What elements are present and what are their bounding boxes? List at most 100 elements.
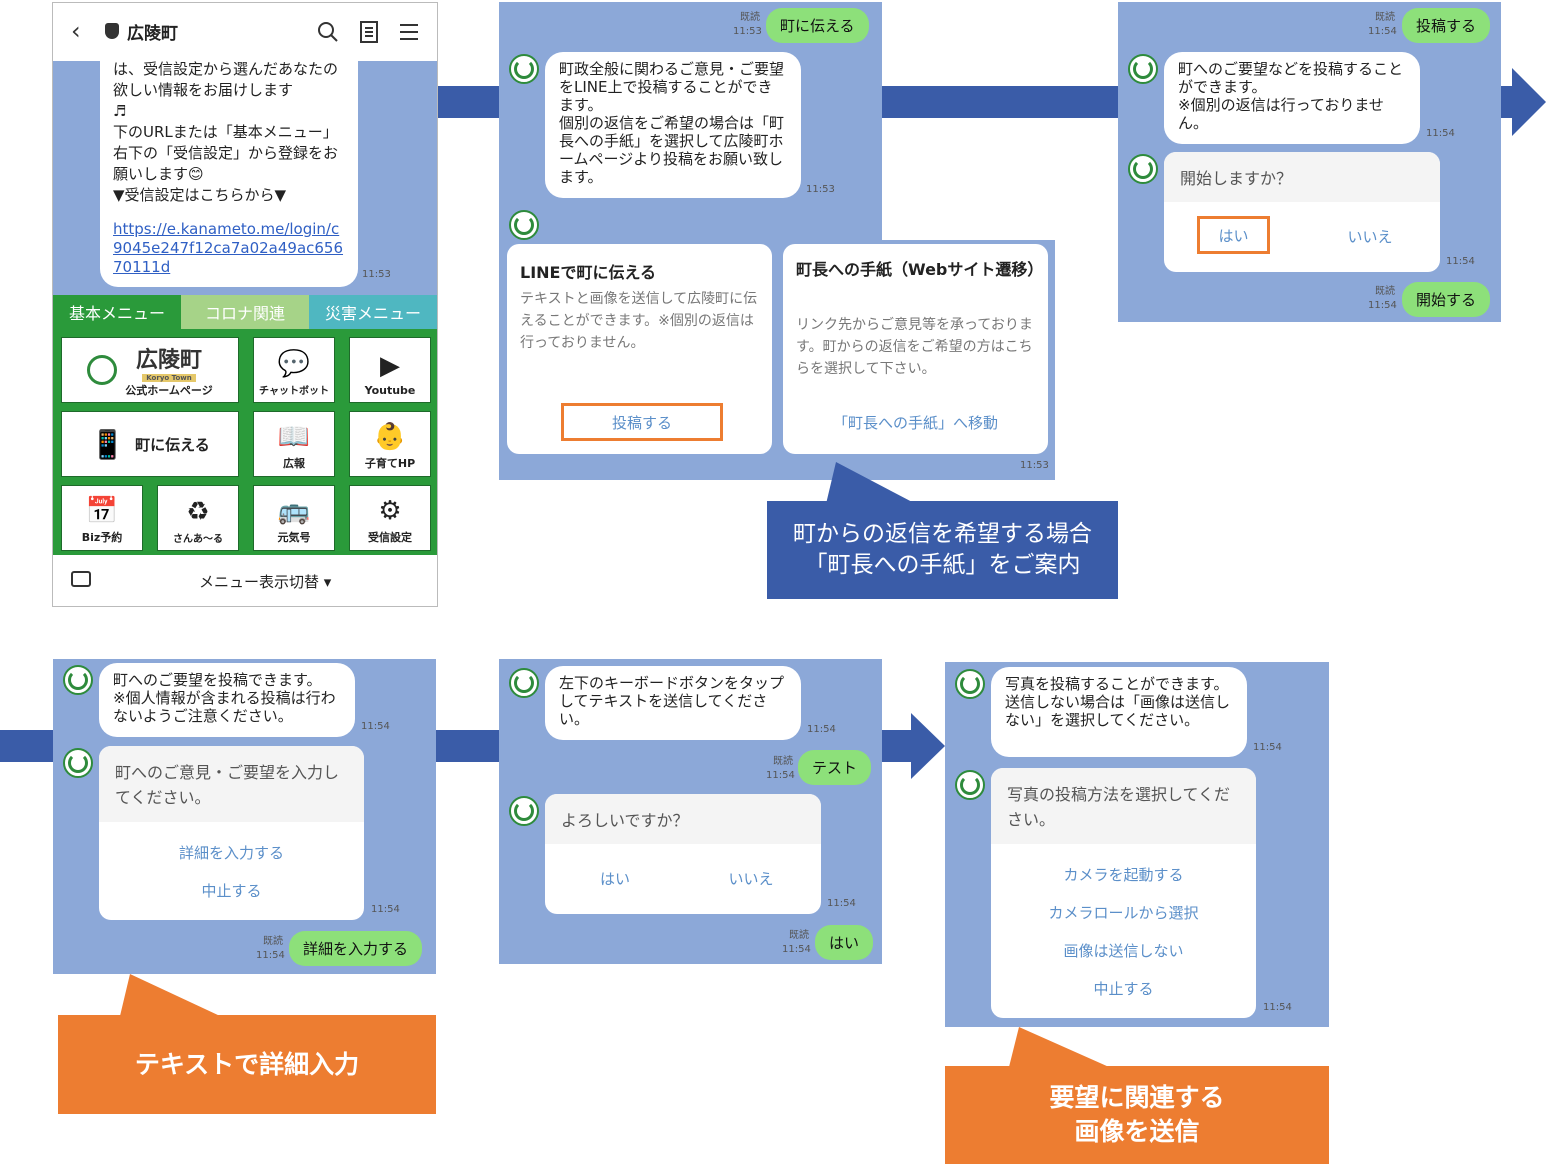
- search-icon[interactable]: [317, 21, 339, 43]
- s5-read-status: 既読: [773, 756, 793, 767]
- rich-menu: 広陵町 Koryo Town 公式ホームページ 💬チャットボット ▶Youtub…: [53, 329, 437, 555]
- s2-card2-title: 町長への手紙（Webサイト遷移）: [796, 260, 1044, 279]
- s2-sent-time: 11:53: [733, 26, 762, 37]
- menu-homepage[interactable]: 広陵町 Koryo Town 公式ホームページ: [61, 337, 239, 403]
- flow-line-top-3: [1500, 86, 1514, 118]
- s4-callout: テキストで詳細入力: [58, 1015, 436, 1114]
- s6-camera-button[interactable]: カメラを起動する: [1063, 866, 1184, 884]
- tab-corona[interactable]: コロナ関連: [181, 295, 309, 329]
- s2-bot-message: 町政全般に関わるご意見・ご要望をLINE上で投稿することができます。 個別の返信…: [545, 52, 801, 198]
- s3-sent-time: 11:54: [1368, 26, 1397, 37]
- s4-sent-message: 詳細を入力する: [289, 931, 423, 966]
- s5-yes-button[interactable]: はい: [599, 870, 630, 888]
- youtube-icon: ▶: [380, 351, 400, 381]
- header-title: 広陵町: [127, 24, 178, 44]
- menu-genki[interactable]: 🚌元気号: [253, 485, 335, 551]
- homepage-sub: Koryo Town: [142, 374, 196, 382]
- s4-input-card: 町へのご意見・ご要望を入力してください。 詳細を入力する 中止する: [99, 746, 364, 920]
- menu-receive-settings[interactable]: ⚙受信設定: [349, 485, 431, 551]
- s4-input-detail-button[interactable]: 詳細を入力する: [178, 844, 284, 862]
- s4-bot-time: 11:54: [361, 721, 390, 732]
- s2-sent-message: 町に伝える: [766, 8, 869, 43]
- s3-sent-message-2: 開始する: [1402, 282, 1491, 317]
- town-avatar-icon: [1128, 154, 1158, 184]
- s5-bot-time: 11:54: [807, 724, 836, 735]
- menu-tell-town[interactable]: 📱 町に伝える: [61, 411, 239, 477]
- s4-bot-message: 町へのご要望を投稿できます。 ※個人情報が含まれる投稿は行わないようご注意くださ…: [99, 663, 355, 737]
- menu-youtube[interactable]: ▶Youtube: [349, 337, 431, 403]
- s2-card-line: LINEで町に伝える テキストと画像を送信して広陵町に伝えることができます。※個…: [507, 244, 772, 454]
- s3-yes-button[interactable]: はい: [1197, 216, 1270, 254]
- homepage-label: 公式ホームページ: [125, 384, 213, 397]
- menu-chatbot[interactable]: 💬チャットボット: [253, 337, 335, 403]
- s5-sent-message-2: はい: [815, 925, 874, 960]
- s3-bot-message: 町へのご要望などを投稿することができます。 ※個別の返信は行っておりません。: [1164, 52, 1420, 144]
- s6-camera-roll-button[interactable]: カメラロールから選択: [1048, 904, 1199, 922]
- s5-read-status-2: 既読: [789, 930, 809, 941]
- s2-post-button[interactable]: 投稿する: [561, 403, 723, 441]
- s2-bot-time: 11:53: [806, 184, 835, 195]
- menu-koho[interactable]: 📖広報: [253, 411, 335, 477]
- s3-confirm-card: 開始しますか？ はい いいえ: [1164, 152, 1440, 272]
- flow-arrow-right-bottom: [911, 713, 945, 779]
- s3-card-time: 11:54: [1446, 256, 1475, 267]
- s2-callout: 町からの返信を希望する場合 「町長への手紙」をご案内: [767, 501, 1118, 599]
- s6-cancel-button[interactable]: 中止する: [1093, 980, 1154, 998]
- flow-arrow-right-top: [1512, 68, 1546, 136]
- menu-icon[interactable]: [399, 23, 419, 41]
- flow-line-bottom-1: [0, 730, 54, 762]
- s5-question: よろしいですか？: [545, 794, 821, 844]
- s6-card-time: 11:54: [1263, 1002, 1292, 1013]
- flow-line-top-1: [436, 86, 502, 118]
- menu-sanaru[interactable]: ♻さんあ～る: [157, 485, 239, 551]
- town-avatar-icon: [509, 210, 539, 240]
- intro-text: は、受信設定から選んだあなたの欲しい情報をお届けします ♬ 下のURLまたは「基…: [113, 60, 339, 204]
- s2-card2-text: リンク先からご意見等を承っております。町からの返信をご希望の方はこちらを選択して…: [796, 317, 1033, 377]
- bus-icon: 🚌: [277, 496, 311, 526]
- s3-no-button[interactable]: いいえ: [1347, 228, 1393, 246]
- s5-no-button[interactable]: いいえ: [728, 870, 774, 888]
- s2-card-time: 11:53: [1020, 460, 1049, 471]
- chat-bubble-icon: 💬: [277, 349, 311, 379]
- s4-read-status: 既読: [263, 936, 283, 947]
- menu-kosodate[interactable]: 👶子育てHP: [349, 411, 431, 477]
- s2-card1-title: LINEで町に伝える: [520, 263, 656, 282]
- s2-card1-text: テキストと画像を送信して広陵町に伝えることができます。※個別の返信は行っておりま…: [520, 291, 758, 351]
- menu-biz[interactable]: 📅Biz予約: [61, 485, 143, 551]
- town-avatar-icon: [63, 665, 93, 695]
- tab-basic-menu[interactable]: 基本メニュー: [53, 295, 181, 329]
- s4-card-time: 11:54: [371, 904, 400, 915]
- town-avatar-icon: [955, 669, 985, 699]
- s3-bot-time: 11:54: [1426, 128, 1455, 139]
- smartphone-icon: 📱: [90, 427, 126, 461]
- town-logo-icon: [87, 355, 118, 385]
- s3-read-status: 既読: [1375, 12, 1395, 23]
- s6-no-image-button[interactable]: 画像は送信しない: [1063, 942, 1184, 960]
- s2-read-status: 既読: [740, 12, 760, 23]
- phone-screen: ‹ 広陵町 は、受信設定から選んだあなたの欲しい情報をお届けします ♬ 下のUR…: [52, 2, 438, 607]
- s4-question: 町へのご意見・ご要望を入力してください。: [99, 746, 364, 822]
- menu-toggle-label[interactable]: メニュー表示切替 ▾: [199, 573, 332, 591]
- s5-confirm-card: よろしいですか？ はい いいえ: [545, 794, 821, 914]
- keyboard-icon[interactable]: [71, 571, 91, 587]
- s3-read-status-2: 既読: [1375, 286, 1395, 297]
- homepage-title: 広陵町: [135, 348, 202, 373]
- s6-bot-message: 写真を投稿することができます。 送信しない場合は「画像は送信しない」を選択してく…: [991, 667, 1247, 757]
- callout-pointer-orange: [120, 974, 220, 1016]
- s3-sent-message: 投稿する: [1402, 8, 1491, 43]
- s2-letter-button[interactable]: 「町長への手紙」へ移動: [832, 414, 998, 432]
- town-avatar-icon: [1128, 54, 1158, 84]
- tab-disaster-menu[interactable]: 災害メニュー: [309, 295, 437, 329]
- shield-icon: [105, 23, 119, 39]
- back-icon[interactable]: ‹: [71, 17, 81, 45]
- flow-line-bottom-2: [436, 730, 502, 762]
- notes-icon[interactable]: [359, 21, 379, 43]
- town-avatar-icon: [509, 54, 539, 84]
- baby-icon: 👶: [373, 422, 407, 452]
- receive-settings-link[interactable]: https://e.kanameto.me/login/c9045e247f12…: [113, 220, 344, 276]
- s6-callout: 要望に関連する 画像を送信: [945, 1066, 1329, 1164]
- callout-pointer-orange: [1009, 1027, 1109, 1067]
- s3-sent-time-2: 11:54: [1368, 300, 1397, 311]
- s4-cancel-button[interactable]: 中止する: [201, 882, 262, 900]
- recycle-icon: ♻: [186, 497, 210, 527]
